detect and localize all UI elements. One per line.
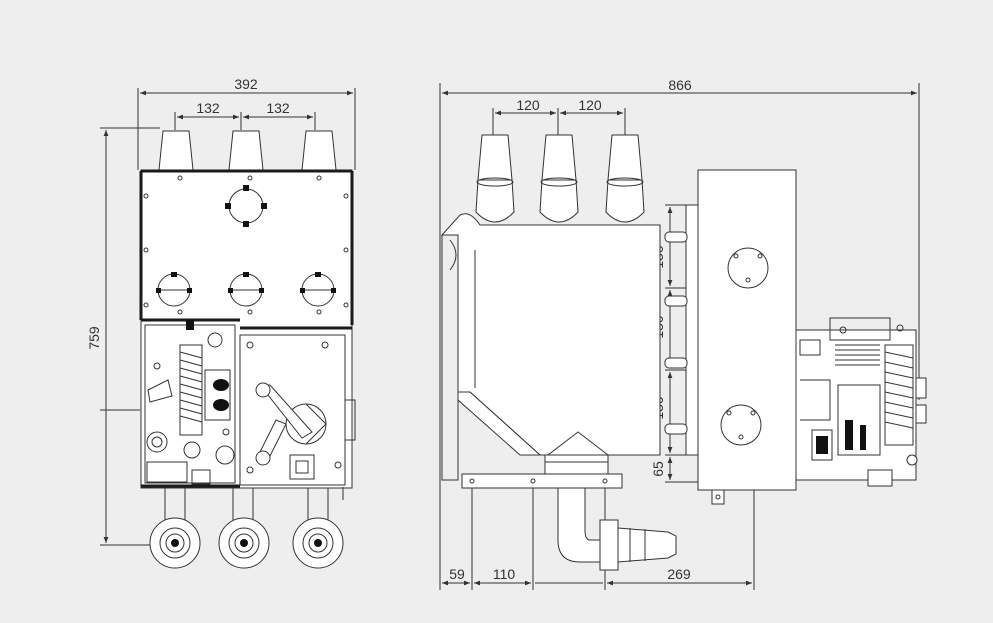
front-view: 392 132 132 759 xyxy=(86,76,356,569)
dim-side-pitch-1: 120 xyxy=(516,97,540,113)
dim-side-v4: 65 xyxy=(650,461,666,477)
dim-front-pitch-1: 132 xyxy=(196,100,220,116)
dim-side-length: 866 xyxy=(668,77,692,93)
dim-front-height: 759 xyxy=(86,326,102,350)
side-rear-panel xyxy=(697,169,797,505)
dim-side-b1: 59 xyxy=(449,566,465,582)
front-body xyxy=(139,169,356,500)
dim-side-b3: 269 xyxy=(667,566,691,582)
side-top-insulators xyxy=(475,134,645,223)
dim-front-width: 392 xyxy=(234,76,258,92)
front-mechanism-right xyxy=(239,334,356,500)
front-lower-bushings xyxy=(156,272,336,307)
dim-side-pitch-2: 120 xyxy=(578,97,602,113)
side-view: 866 120 120 150 150 150 65 59 110 269 xyxy=(439,77,927,590)
front-upper-bushing xyxy=(225,185,267,227)
side-body xyxy=(440,213,677,571)
side-contacts xyxy=(664,202,711,458)
front-rivets xyxy=(143,175,349,315)
dim-front-pitch-2: 132 xyxy=(266,100,290,116)
front-mechanism-left xyxy=(144,320,236,485)
dim-side-b2: 110 xyxy=(493,566,516,582)
front-bottom-bushings xyxy=(149,488,344,569)
front-top-insulators xyxy=(158,130,337,171)
side-mechanism xyxy=(795,317,927,487)
